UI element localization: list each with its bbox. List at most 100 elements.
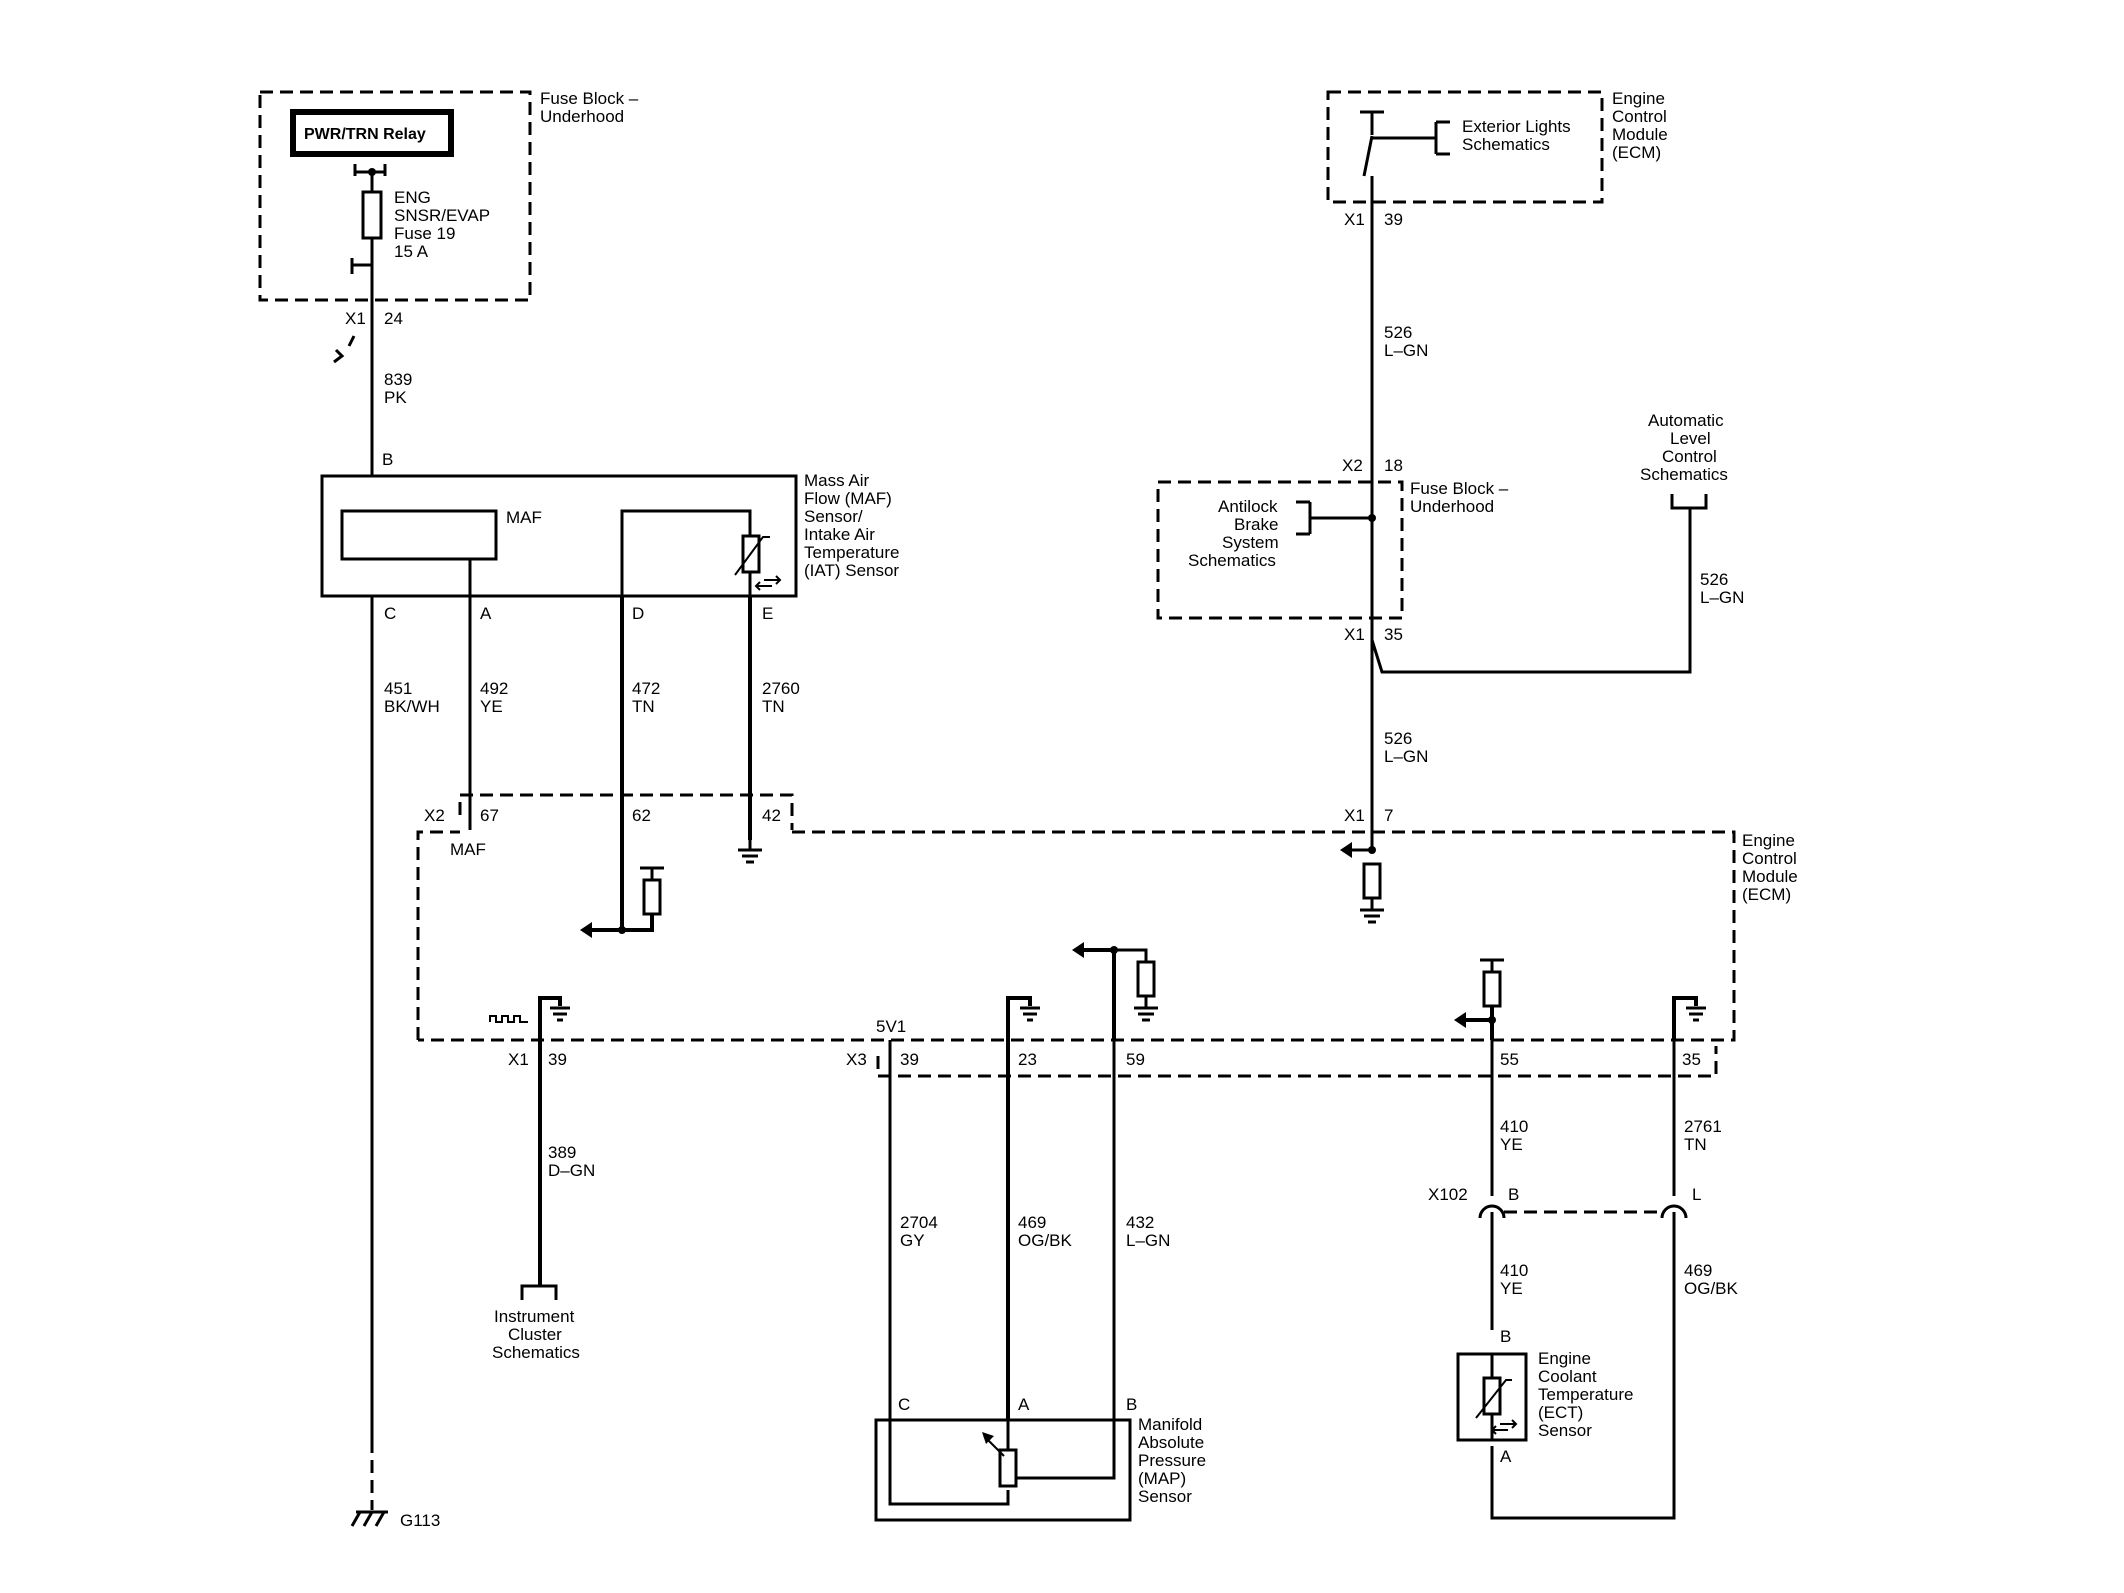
auto-level-label-1: Automatic: [1648, 411, 1724, 430]
ecm-maf-input-label: MAF: [450, 840, 486, 859]
auto-level-label-4: Schematics: [1640, 465, 1728, 484]
ect-sensor-label-2: Coolant: [1538, 1367, 1597, 1386]
wire-469-color: OG/BK: [1018, 1231, 1073, 1250]
map-sensor-label-5: Sensor: [1138, 1487, 1192, 1506]
fuse-block-underhood-top: Fuse Block – Underhood: [258, 89, 639, 302]
ecm-top-label-1: Engine: [1612, 89, 1665, 108]
ecm-x3-pin-23: 23: [1018, 1050, 1037, 1069]
ect-sensor-label-5: Sensor: [1538, 1421, 1592, 1440]
wire-2761-color: TN: [1684, 1135, 1707, 1154]
wire-410a-num: 410: [1500, 1117, 1528, 1136]
ecm-x1-right-label: X1: [1344, 806, 1365, 825]
maf-pin-b: B: [382, 450, 393, 469]
ecm-x3-pin-39: 39: [900, 1050, 919, 1069]
fuse-label-2: SNSR/EVAP: [394, 206, 490, 225]
instrument-label-3: Schematics: [492, 1343, 580, 1362]
ecm-x3-pin-59: 59: [1126, 1050, 1145, 1069]
ect-sensor: Engine Coolant Temperature (ECT) Sensor: [1456, 1349, 1633, 1442]
fb-x1-pin: 24: [384, 309, 403, 328]
ecm-main-label-2: Control: [1742, 849, 1797, 868]
wire-839-num: 839: [384, 370, 412, 389]
wire-492-num: 492: [480, 679, 508, 698]
map-sensor-label-4: (MAP): [1138, 1469, 1186, 1488]
fuse-block-underhood-right: Fuse Block – Underhood Antilock Brake Sy…: [1156, 479, 1509, 620]
maf-sensor-label-6: (IAT) Sensor: [804, 561, 899, 580]
fuse-19: ENG SNSR/EVAP Fuse 19 15 A: [353, 164, 490, 265]
maf-pin-e: E: [762, 604, 773, 623]
x102-pin-b: B: [1508, 1185, 1519, 1204]
maf-sensor-label-2: Flow (MAF): [804, 489, 892, 508]
ecm-main-label-1: Engine: [1742, 831, 1795, 850]
ect-sensor-label-1: Engine: [1538, 1349, 1591, 1368]
fbr-x1-pin: 35: [1384, 625, 1403, 644]
ecm-top-label-2: Control: [1612, 107, 1667, 126]
ground-label: G113: [400, 1511, 440, 1530]
ecm-top-label-3: Module: [1612, 125, 1668, 144]
wire-410a-color: YE: [1500, 1135, 1523, 1154]
abs-label-3: System: [1222, 533, 1279, 552]
wire-451-num: 451: [384, 679, 412, 698]
map-pin-c: C: [898, 1395, 910, 1414]
instrument-label-1: Instrument: [494, 1307, 575, 1326]
x102-label: X102: [1428, 1185, 1468, 1204]
wire-526c-num: 526: [1384, 729, 1412, 748]
ground-g113: G113: [350, 1510, 440, 1530]
wire-2760-color: TN: [762, 697, 785, 716]
ecm-top-label-4: (ECM): [1612, 143, 1661, 162]
fuse-block-top-label-2: Underhood: [540, 107, 624, 126]
wire-432-num: 432: [1126, 1213, 1154, 1232]
ecm-x2-pin-67: 67: [480, 806, 499, 825]
fuse-label-1: ENG: [394, 188, 431, 207]
instrument-label-2: Cluster: [508, 1325, 562, 1344]
wire-432-color: L–GN: [1126, 1231, 1170, 1250]
exterior-lights-label-1: Exterior Lights: [1462, 117, 1571, 136]
wire-2760-num: 2760: [762, 679, 800, 698]
wire-526b-num: 526: [1700, 570, 1728, 589]
ect-sensor-label-3: Temperature: [1538, 1385, 1633, 1404]
wire-469b-color: OG/BK: [1684, 1279, 1739, 1298]
x102-pin-l: L: [1692, 1185, 1701, 1204]
ecm-x3-label: X3: [846, 1050, 867, 1069]
auto-level-label-3: Control: [1662, 447, 1717, 466]
maf-pin-d: D: [632, 604, 644, 623]
wire-389-num: 389: [548, 1143, 576, 1162]
fuse-block-right-label-1: Fuse Block –: [1410, 479, 1509, 498]
fbr-x2-label: X2: [1342, 456, 1363, 475]
maf-sensor-label-1: Mass Air: [804, 471, 870, 490]
wire-526b-color: L–GN: [1700, 588, 1744, 607]
relay-label: PWR/TRN Relay: [304, 126, 426, 143]
fuse-label-3: Fuse 19: [394, 224, 455, 243]
maf-iat-sensor: MAF Mass Air Flow (MAF) Sensor/ Intake A…: [320, 471, 899, 639]
map-sensor-label-3: Pressure: [1138, 1451, 1206, 1470]
maf-pin-a: A: [480, 604, 492, 623]
abs-label-1: Antilock: [1218, 497, 1278, 516]
ecm-5v1-label: 5V1: [876, 1017, 906, 1036]
map-sensor: Manifold Absolute Pressure (MAP) Sensor: [874, 1415, 1206, 1522]
ecm-main: Engine Control Module (ECM): [416, 830, 1798, 1042]
wire-410b-color: YE: [1500, 1279, 1523, 1298]
map-pin-b: B: [1126, 1395, 1137, 1414]
map-sensor-label-2: Absolute: [1138, 1433, 1204, 1452]
maf-sensor-label-4: Intake Air: [804, 525, 875, 544]
fb-x1-label: X1: [345, 309, 366, 328]
wire-526a-num: 526: [1384, 323, 1412, 342]
ecm-x3-pin-35: 35: [1682, 1050, 1701, 1069]
map-sensor-label-1: Manifold: [1138, 1415, 1202, 1434]
wire-469-num: 469: [1018, 1213, 1046, 1232]
ecm-x1-left-label: X1: [508, 1050, 529, 1069]
fbr-x2-pin: 18: [1384, 456, 1403, 475]
fuse-block-right-label-2: Underhood: [1410, 497, 1494, 516]
abs-label-2: Brake: [1234, 515, 1278, 534]
wire-451-color: BK/WH: [384, 697, 440, 716]
fuse-label-4: 15 A: [394, 242, 429, 261]
ect-pin-a: A: [1500, 1447, 1512, 1466]
ecm-x1-right-pin: 7: [1384, 806, 1393, 825]
maf-sensor-label-3: Sensor/: [804, 507, 863, 526]
ecmtop-x1-label: X1: [1344, 210, 1365, 229]
wire-839-color: PK: [384, 388, 407, 407]
wire-2704-num: 2704: [900, 1213, 938, 1232]
wire-469b-num: 469: [1684, 1261, 1712, 1280]
ect-sensor-label-4: (ECT): [1538, 1403, 1583, 1422]
